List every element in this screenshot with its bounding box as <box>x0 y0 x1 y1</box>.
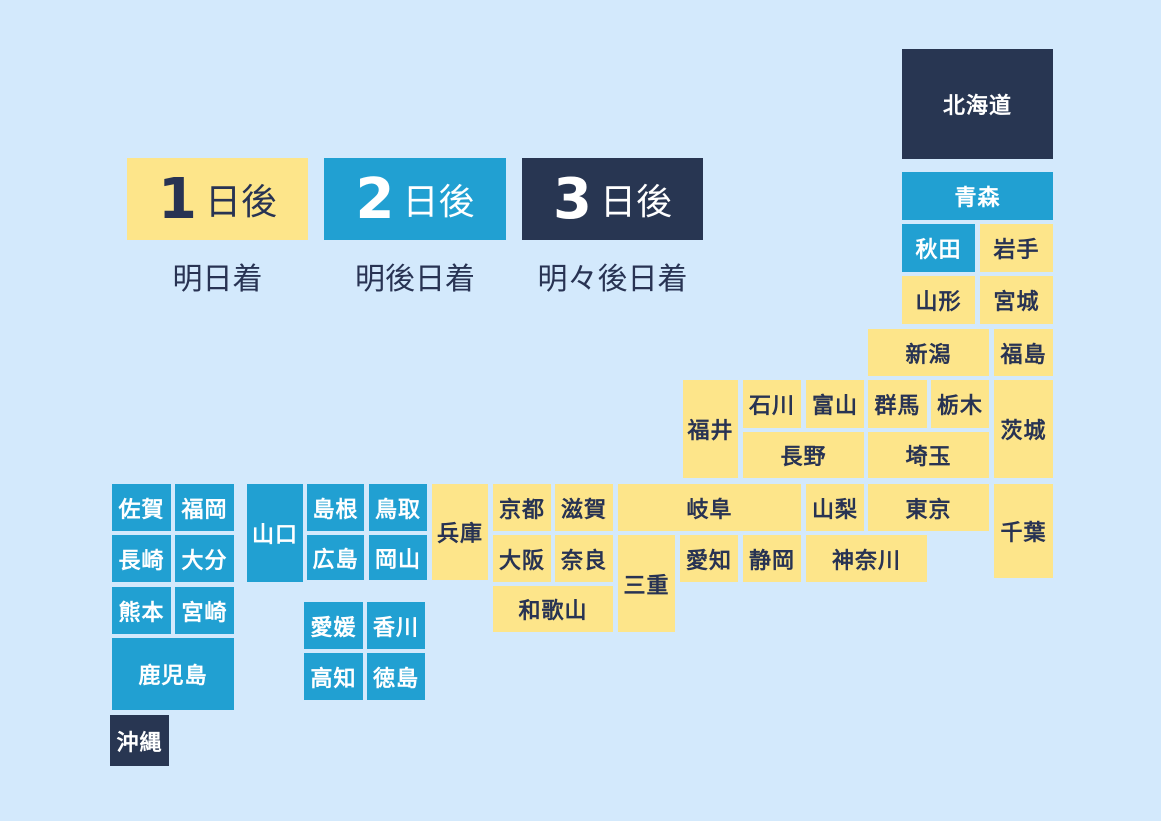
pref-hiroshima: 広島 <box>307 535 364 580</box>
pref-ibaraki: 茨城 <box>994 380 1053 478</box>
pref-kochi: 高知 <box>304 653 363 700</box>
pref-shimane: 島根 <box>307 484 364 531</box>
pref-nagano: 長野 <box>743 432 864 478</box>
legend-2-caption: 明後日着 <box>355 262 475 297</box>
pref-gifu: 岐阜 <box>618 484 801 531</box>
pref-saitama: 埼玉 <box>868 432 989 478</box>
pref-kagoshima: 鹿児島 <box>112 638 234 710</box>
pref-kanagawa: 神奈川 <box>806 535 927 582</box>
pref-osaka: 大阪 <box>493 535 551 582</box>
pref-kagawa: 香川 <box>367 602 425 649</box>
pref-fukushima: 福島 <box>994 329 1053 376</box>
pref-okayama: 岡山 <box>369 535 427 580</box>
pref-chiba: 千葉 <box>994 484 1053 578</box>
pref-kyoto: 京都 <box>493 484 551 531</box>
legend-3-day: 3 日後 <box>522 158 703 240</box>
pref-tokushima: 徳島 <box>367 653 425 700</box>
legend-1-day: 1 日後 <box>127 158 308 240</box>
pref-ishikawa: 石川 <box>743 380 801 428</box>
pref-nagasaki: 長崎 <box>112 535 171 582</box>
pref-yamaguchi: 山口 <box>247 484 303 582</box>
pref-toyama: 富山 <box>806 380 864 428</box>
pref-ehime: 愛媛 <box>304 602 363 649</box>
pref-nara: 奈良 <box>555 535 613 582</box>
pref-yamanashi: 山梨 <box>806 484 864 531</box>
pref-iwate: 岩手 <box>980 224 1053 272</box>
pref-mie: 三重 <box>618 535 675 632</box>
pref-aichi: 愛知 <box>680 535 738 582</box>
pref-fukui: 福井 <box>683 380 738 478</box>
pref-tottori: 鳥取 <box>369 484 427 531</box>
legend-2-unit: 日後 <box>402 182 475 223</box>
legend-3-unit: 日後 <box>599 182 672 223</box>
pref-hokkaido: 北海道 <box>902 49 1053 159</box>
pref-tochigi: 栃木 <box>931 380 989 428</box>
legend-1-number: 1 <box>158 166 197 232</box>
pref-fukuoka: 福岡 <box>175 484 234 531</box>
pref-akita: 秋田 <box>902 224 975 272</box>
pref-miyazaki: 宮崎 <box>175 587 234 634</box>
pref-yamagata: 山形 <box>902 276 975 324</box>
pref-shiga: 滋賀 <box>555 484 613 531</box>
pref-tokyo: 東京 <box>868 484 989 531</box>
legend-2-day: 2 日後 <box>324 158 506 240</box>
pref-wakayama: 和歌山 <box>493 586 613 632</box>
pref-saga: 佐賀 <box>112 484 171 531</box>
pref-miyagi: 宮城 <box>980 276 1053 324</box>
legend-2-number: 2 <box>355 166 395 232</box>
pref-shizuoka: 静岡 <box>743 535 801 582</box>
pref-niigata: 新潟 <box>868 329 989 376</box>
legend-3-caption: 明々後日着 <box>537 262 688 297</box>
legend-1-caption: 明日着 <box>172 262 263 297</box>
pref-gunma: 群馬 <box>868 380 927 428</box>
legend-3-number: 3 <box>553 166 592 232</box>
pref-kumamoto: 熊本 <box>112 587 171 634</box>
pref-okinawa: 沖縄 <box>110 715 169 766</box>
pref-aomori: 青森 <box>902 172 1053 220</box>
legend-1-unit: 日後 <box>204 182 277 223</box>
pref-hyogo: 兵庫 <box>432 484 488 580</box>
pref-oita: 大分 <box>175 535 234 582</box>
